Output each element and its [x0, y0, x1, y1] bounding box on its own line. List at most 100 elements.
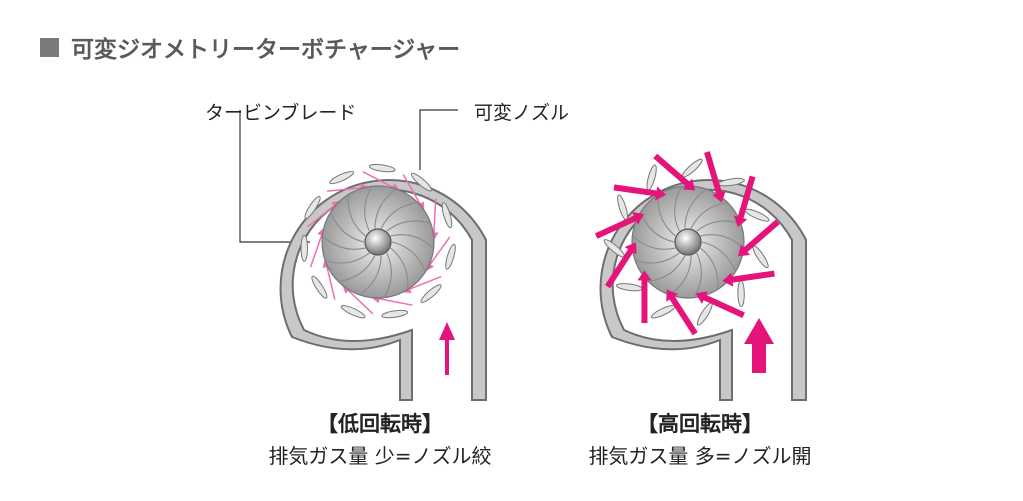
right-inlet-arrow: [744, 318, 774, 373]
high-rpm-turbo: [594, 151, 807, 401]
left-turbine-blades: [322, 187, 434, 297]
right-hub: [674, 228, 702, 256]
flow-arrow: [613, 184, 667, 201]
flow-arrow: [362, 170, 401, 192]
flow-arrow: [342, 284, 374, 315]
nozzle-vane: [410, 172, 433, 192]
high-desc-label: 排気ガス量 多=ノズル開: [588, 444, 812, 468]
turbine-blade: [322, 236, 366, 250]
turbine-blade: [690, 202, 727, 229]
turbine-blade: [386, 220, 430, 232]
nozzle-vane: [304, 195, 321, 220]
flow-arrow-body: [613, 184, 667, 201]
flow-arrow-body: [733, 175, 756, 228]
turbine-blade: [364, 187, 372, 232]
flow-arrow: [327, 183, 370, 193]
title-text: 可変ジオメトリーターボチャージャー: [71, 37, 461, 63]
nozzle-leader: [419, 109, 458, 170]
low-rpm-caption: 【低回転時】 排気ガス量 少=ノズル絞: [250, 408, 510, 469]
title-bullet-icon: [40, 37, 59, 57]
left-hub: [364, 228, 392, 256]
nozzle-vane: [646, 164, 657, 191]
turbine-blade: [632, 236, 676, 250]
turbine-blade: [700, 247, 719, 289]
flow-arrow: [605, 242, 637, 289]
turbine-blade: [330, 213, 365, 243]
flow-arrow-body: [722, 270, 775, 287]
low-desc-label: 排気ガス量 少=ノズル絞: [268, 444, 492, 468]
flow-arrow: [733, 175, 756, 228]
turbine-blade: [700, 234, 744, 248]
nozzle-vane: [752, 245, 769, 269]
flow-arrow-body: [704, 151, 726, 203]
low-rpm-turbo: [279, 163, 487, 401]
turbine-blade: [347, 195, 366, 237]
turbine-blade: [374, 189, 396, 229]
turbine-blade: [384, 252, 392, 297]
flow-arrow: [307, 200, 342, 228]
nozzle-vane: [340, 305, 366, 319]
turbine-blade: [684, 189, 706, 229]
turbine-blade: [696, 220, 740, 232]
nozzle-vane: [381, 309, 409, 319]
flow-arrow: [402, 174, 425, 212]
flow-arrow-body: [594, 211, 645, 239]
flow-arrow: [429, 198, 439, 242]
flow-arrow: [666, 289, 698, 336]
nozzle-vane: [368, 163, 396, 173]
flow-arrow-body: [695, 291, 745, 318]
leader-lines: [239, 109, 458, 243]
turbine-blade: [640, 213, 675, 243]
high-mode-label: 【高回転時】: [637, 412, 763, 436]
left-flow-arrows: [307, 170, 451, 315]
turbine-blade: [390, 234, 434, 248]
variable-nozzle-label: 可変ノズル: [474, 102, 570, 124]
flow-arrow-body: [666, 289, 698, 336]
flow-arrow-body: [737, 219, 780, 257]
flow-arrow: [401, 275, 442, 294]
right-turbine-blades: [632, 187, 744, 297]
flow-arrow: [309, 226, 326, 268]
turbine-blade: [674, 187, 682, 232]
flow-arrow: [370, 294, 413, 306]
nozzle-vane: [650, 304, 676, 319]
nozzle-vane: [696, 302, 713, 326]
turbine-blade: [326, 252, 370, 264]
flow-arrow: [695, 291, 745, 318]
flow-arrow: [425, 236, 451, 272]
turbine-blade: [391, 241, 426, 271]
flow-arrow-body: [605, 242, 637, 289]
flow-arrow: [322, 258, 336, 300]
turbine-blade: [694, 252, 702, 297]
flow-arrow-body: [637, 270, 652, 324]
turbine-blade: [360, 255, 382, 295]
flow-arrow: [737, 219, 780, 257]
right-nozzles: [603, 158, 770, 326]
left-inlet-arrow: [439, 322, 455, 375]
left-nozzles: [300, 163, 456, 319]
nozzle-vane: [329, 170, 355, 185]
high-rpm-caption: 【高回転時】 排気ガス量 多=ノズル開: [560, 408, 840, 469]
nozzle-vane: [445, 243, 456, 270]
nozzle-vane: [681, 158, 703, 178]
low-mode-label: 【低回転時】: [317, 412, 443, 436]
turbine-blade: [339, 255, 376, 282]
turbine-blade: [649, 255, 686, 282]
nozzle-vane: [615, 283, 643, 292]
turbine-blade-leader: [239, 110, 310, 243]
turbine-blade: [390, 247, 409, 289]
flow-arrow: [704, 151, 726, 203]
nozzle-vane: [737, 280, 745, 308]
page-title: 可変ジオメトリーターボチャージャー: [40, 30, 460, 64]
nozzle-vane: [420, 284, 442, 303]
flow-arrow-body: [653, 153, 696, 191]
turbine-blade: [657, 195, 676, 237]
turbine-blade: [380, 202, 417, 229]
flow-arrow: [594, 211, 645, 239]
flow-arrow: [637, 270, 652, 324]
nozzle-vane: [441, 202, 453, 229]
right-flow-arrows: [594, 151, 780, 336]
nozzle-vane: [617, 194, 628, 221]
nozzle-vane: [300, 234, 308, 262]
